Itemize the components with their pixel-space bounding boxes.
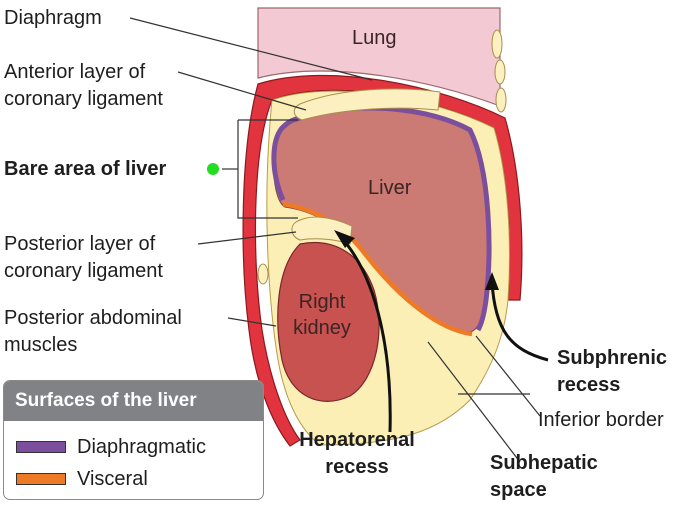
label-subphrenic-2: recess — [557, 374, 621, 396]
arrowheads — [334, 230, 499, 290]
recess-arrows — [338, 234, 549, 433]
label-posterior-layer-1: Posterior layer of — [4, 233, 156, 255]
label-kidney-1: Right — [298, 291, 346, 313]
label-inferior-border: Inferior border — [538, 409, 664, 431]
pleura-beads — [491, 29, 507, 113]
legend-label-diaphragmatic: Diaphragmatic — [77, 436, 206, 458]
label-posterior-muscles-1: Posterior abdominal — [4, 307, 182, 329]
legend: Surfaces of the liver Diaphragmatic Visc… — [3, 380, 264, 500]
leader-lines — [129, 17, 541, 463]
legend-swatch-diaphragmatic — [16, 441, 66, 453]
label-hepatorenal-2: recess — [325, 456, 389, 478]
label-subhepatic-2: space — [490, 479, 547, 501]
wall-bead — [257, 263, 269, 285]
label-bare-area: Bare area of liver — [4, 158, 167, 180]
label-subhepatic-1: Subhepatic — [490, 452, 598, 474]
hepatorenal-arrow — [338, 234, 392, 433]
label-subphrenic-1: Subphrenic — [557, 347, 668, 369]
label-kidney-2: kidney — [293, 317, 351, 339]
label-anterior-layer-2: coronary ligament — [4, 88, 163, 110]
subphrenic-arrow — [490, 281, 549, 362]
legend-title: Surfaces of the liver — [4, 381, 263, 421]
posterior-coronary-ligament — [291, 216, 353, 245]
label-diaphragm: Diaphragm — [4, 7, 102, 29]
label-posterior-muscles-2: muscles — [4, 334, 78, 356]
label-posterior-layer-2: coronary ligament — [4, 260, 163, 282]
anterior-coronary-ligament — [293, 88, 441, 121]
lung-shape — [257, 7, 501, 107]
label-liver: Liver — [368, 177, 412, 199]
legend-label-visceral: Visceral — [77, 468, 148, 490]
bare-area-dot — [207, 163, 219, 175]
legend-swatch-visceral — [16, 473, 66, 485]
visceral-surface — [282, 201, 473, 337]
label-hepatorenal-1: Hepatorenal — [299, 429, 415, 451]
label-anterior-layer-1: Anterior layer of — [4, 61, 146, 83]
label-lung: Lung — [352, 27, 397, 49]
hepatorenal-arrowhead — [334, 230, 355, 248]
diaphragmatic-surface — [271, 105, 492, 332]
subphrenic-arrowhead — [485, 272, 499, 290]
